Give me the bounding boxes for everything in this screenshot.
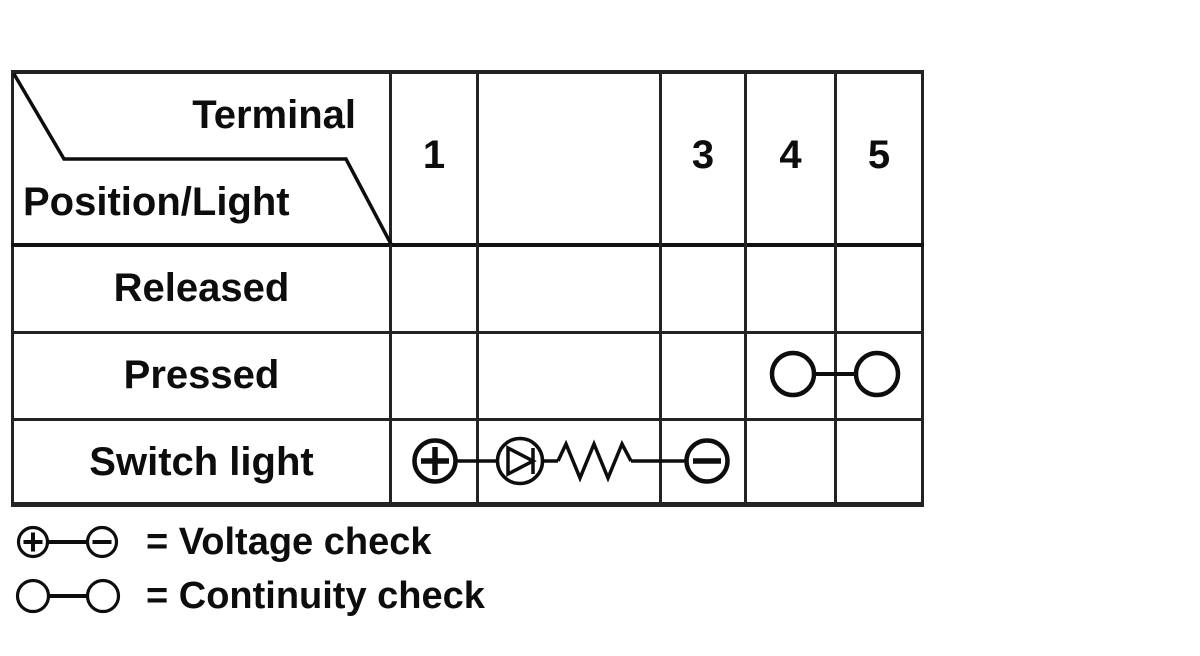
grid-line-horizontal [11,331,924,334]
continuity-circle-icon [853,350,901,398]
terminal-header-label: Terminal [192,93,356,137]
corner-diagonal-divider [12,73,393,245]
minus-probe-icon [684,438,730,484]
column-header-terminal-1: 1 [422,133,446,177]
continuity-circle-icon [769,350,817,398]
resistor-icon [556,439,633,483]
row-label-pressed: Pressed [123,353,280,397]
voltage-check-icon [16,525,119,559]
diode-icon [495,436,545,486]
header-separator-line [11,243,924,247]
row-label-released: Released [113,266,290,310]
table-border-bottom [11,502,924,507]
grid-line-vertical [659,70,662,507]
grid-line-vertical [389,70,392,507]
table-border-left [11,70,14,507]
row-label-switch-light: Switch light [89,440,314,484]
position-light-header-label: Position/Light [23,180,290,224]
grid-line-vertical [476,70,479,507]
table-border-top [11,70,924,74]
terminal-position-table: Terminal Position/Light 1 3 4 5 Released… [11,70,924,507]
legend-voltage-label: = Voltage check [146,521,432,563]
switch-light-circuit-symbol [412,436,730,486]
plus-probe-icon [412,438,458,484]
column-header-terminal-3: 3 [691,133,715,177]
table-border-right [921,70,924,507]
grid-line-horizontal [11,418,924,421]
pressed-continuity-symbol [769,350,901,398]
column-header-terminal-5: 5 [867,133,891,177]
column-header-terminal-4: 4 [779,133,802,177]
legend-continuity-label: = Continuity check [146,575,485,617]
continuity-check-icon [15,578,121,614]
grid-line-vertical [744,70,747,507]
grid-line-vertical [834,70,837,507]
